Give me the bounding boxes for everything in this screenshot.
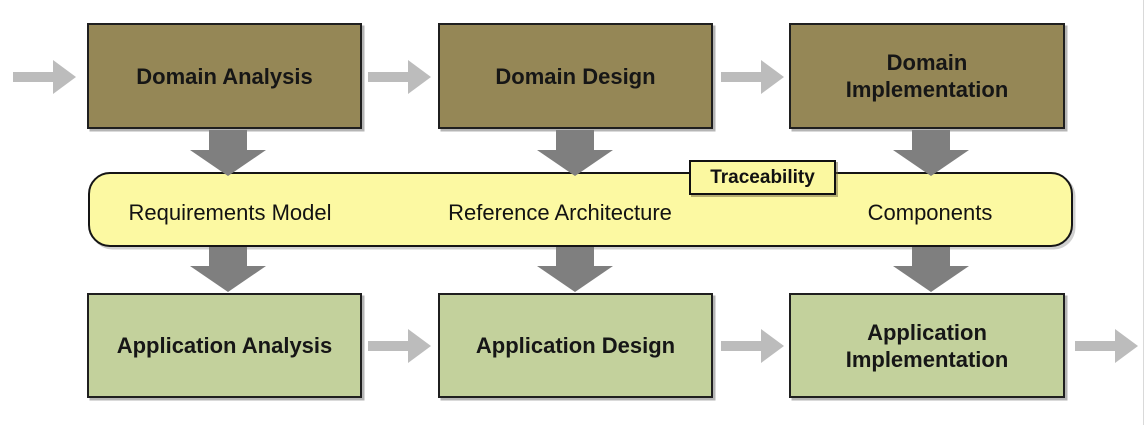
arrow-right-analysis-to-design-icon	[368, 59, 432, 95]
domain-analysis-box: Domain Analysis	[87, 23, 362, 129]
application-design-box: Application Design	[438, 293, 713, 398]
domain-design-label: Domain Design	[495, 63, 656, 89]
page-edge-line	[1143, 0, 1144, 425]
arrow-right-input-icon	[13, 59, 77, 95]
application-analysis-box: Application Analysis	[87, 293, 362, 398]
arrow-right-output-icon	[1075, 328, 1139, 364]
traceability-tag: Traceability	[689, 160, 836, 195]
arrow-right-design-to-implementation-icon	[721, 59, 785, 95]
arrow-down-domain-analysis-icon	[190, 130, 266, 176]
components-label: Components	[867, 200, 993, 225]
domain-analysis-label: Domain Analysis	[136, 63, 313, 89]
application-implementation-label: Application Implementation	[845, 319, 1009, 372]
traceability-tag-label: Traceability	[710, 166, 815, 188]
arrow-down-domain-design-icon	[537, 130, 613, 176]
arrow-right-app-design-to-implementation-icon	[721, 328, 785, 364]
arrow-down-domain-implementation-icon	[893, 130, 969, 176]
application-analysis-label: Application Analysis	[116, 333, 333, 358]
domain-design-box: Domain Design	[438, 23, 713, 129]
arrow-down-components-icon	[893, 246, 969, 292]
domain-implementation-box: Domain Implementation	[789, 23, 1065, 129]
reference-architecture-label: Reference Architecture	[448, 200, 672, 225]
arrow-right-app-analysis-to-design-icon	[368, 328, 432, 364]
traceability-band	[88, 172, 1073, 247]
arrow-down-reference-architecture-icon	[537, 246, 613, 292]
application-implementation-box: Application Implementation	[789, 293, 1065, 398]
arrow-down-requirements-model-icon	[190, 246, 266, 292]
application-design-label: Application Design	[475, 333, 676, 358]
requirements-model-label: Requirements Model	[128, 200, 332, 225]
domain-implementation-label: Domain Implementation	[845, 50, 1009, 102]
